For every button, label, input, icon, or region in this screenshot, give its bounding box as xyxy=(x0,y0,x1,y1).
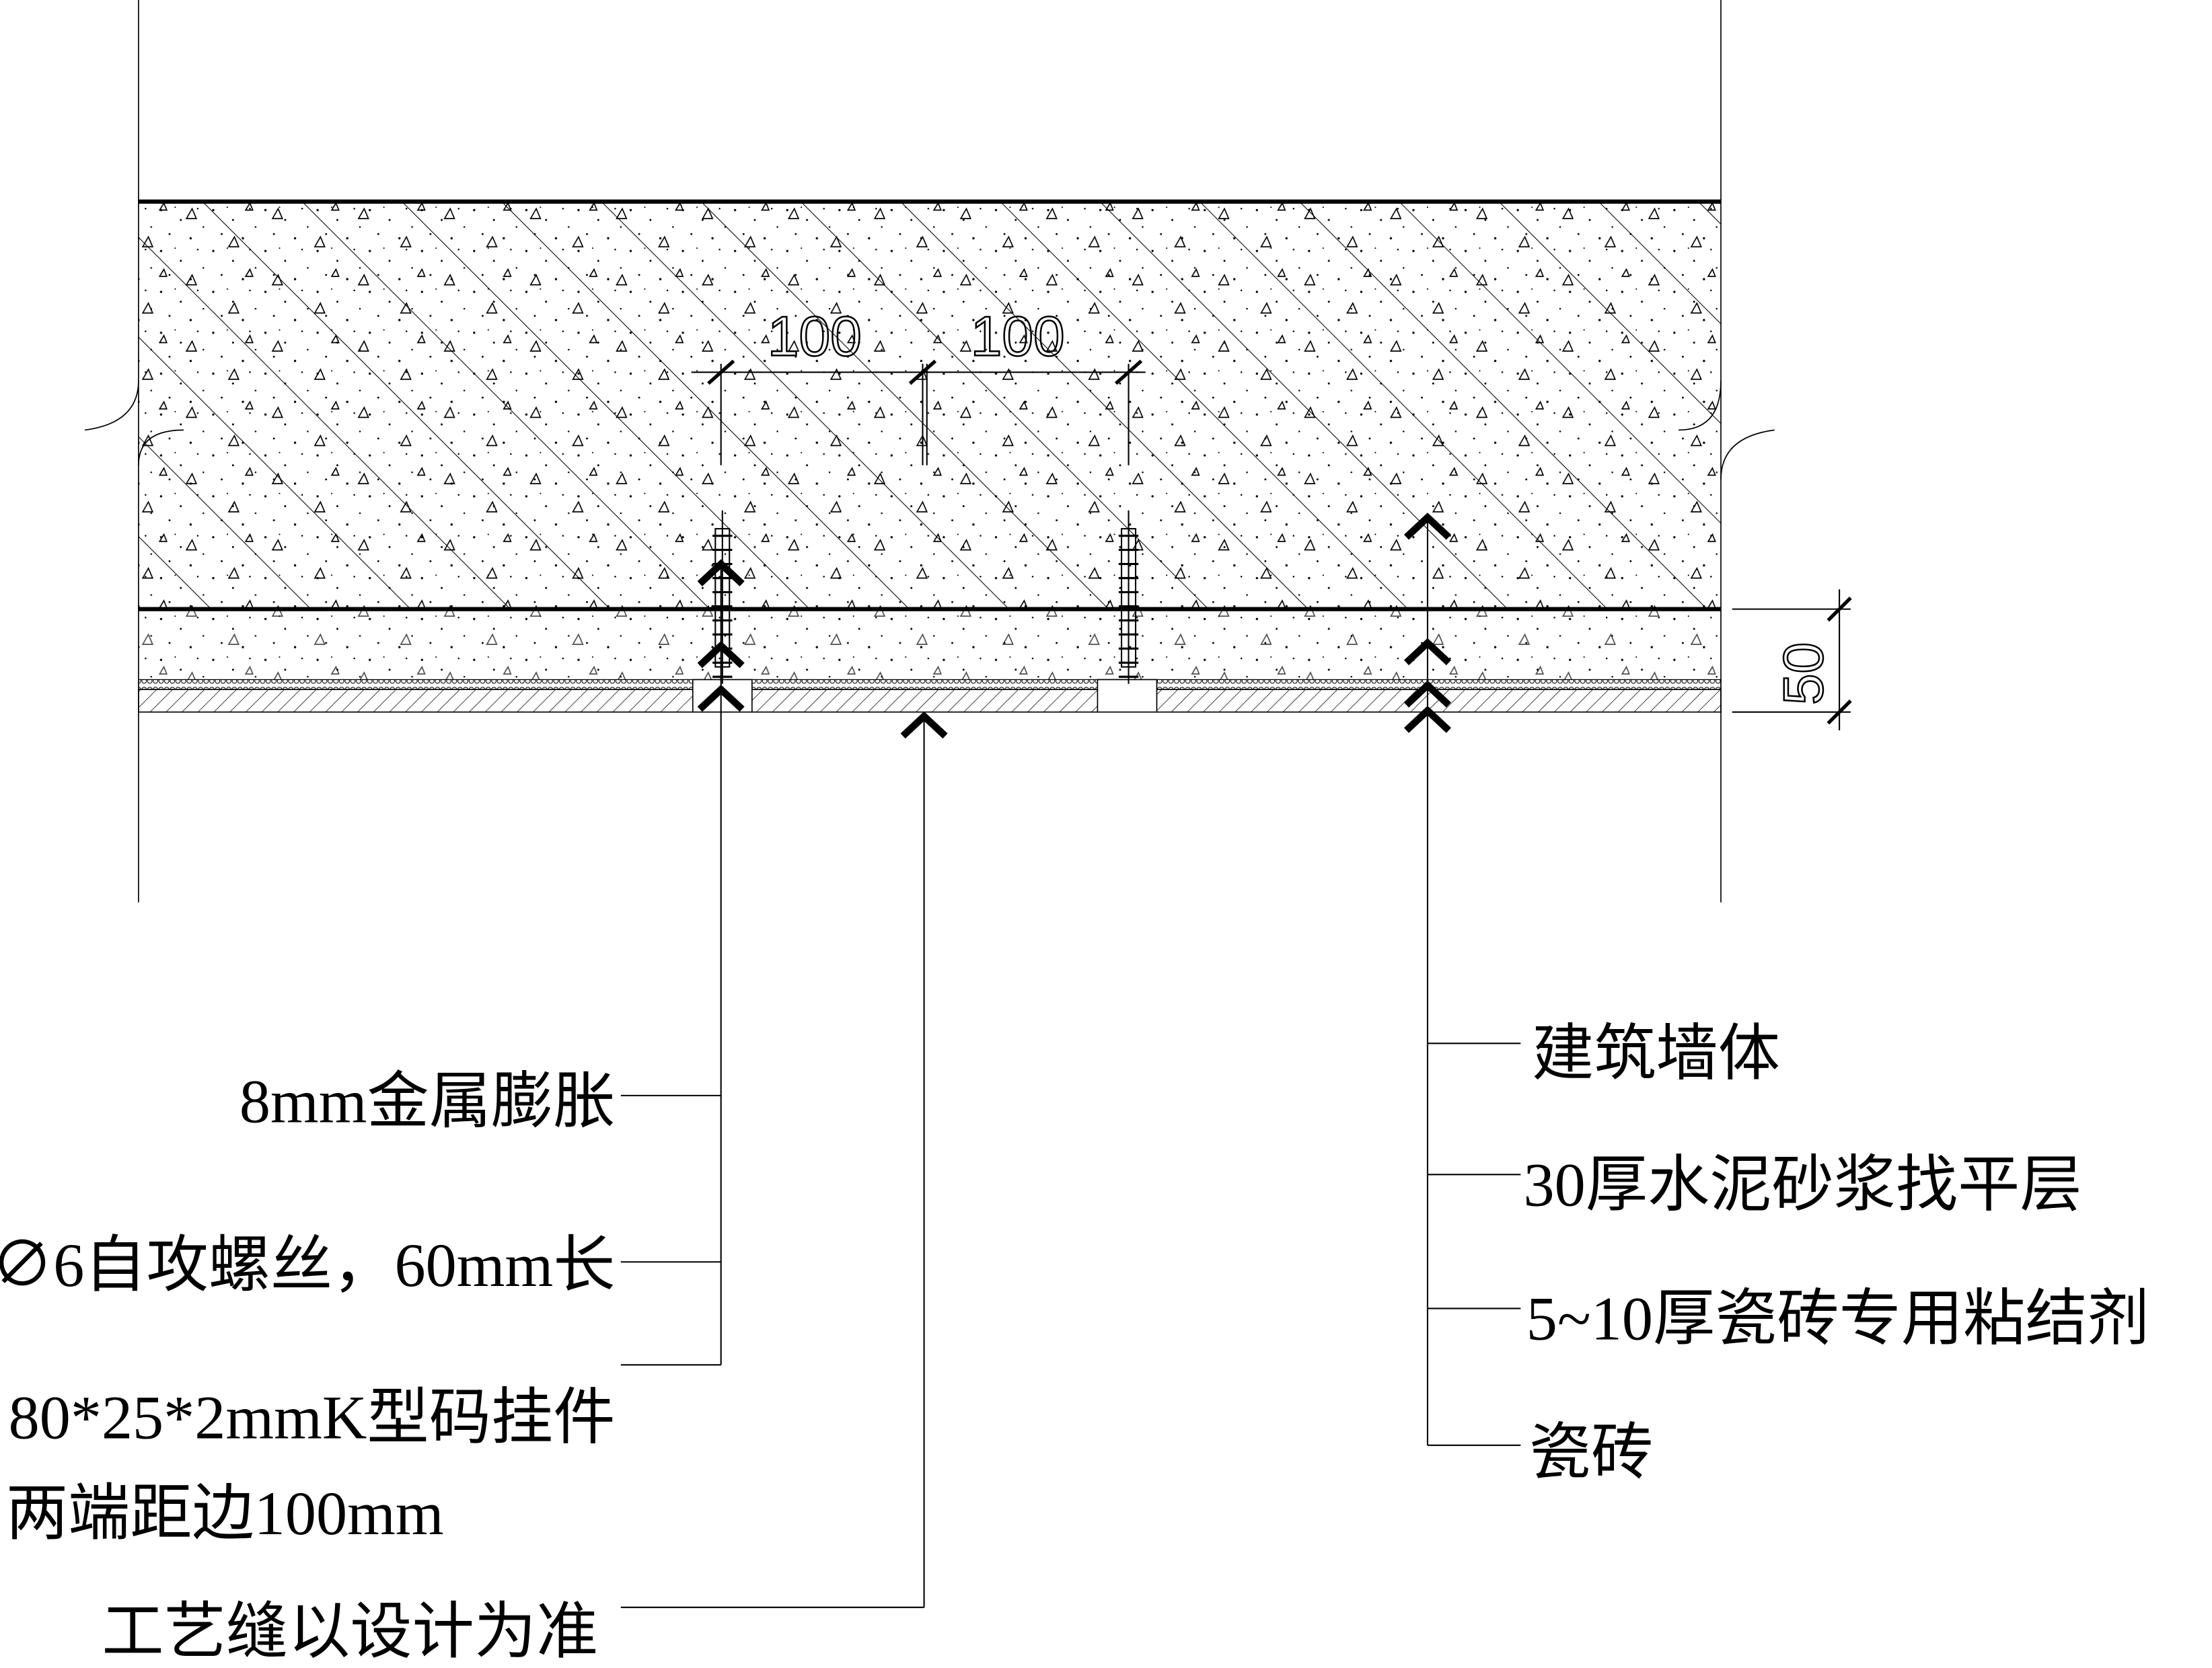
building-wall xyxy=(138,199,1722,611)
label-clip-spacing: 两端距边100mm xyxy=(6,1479,444,1548)
leader-arrow-icons xyxy=(697,513,1451,739)
break-symbol-right xyxy=(1679,381,1775,480)
leader-lines xyxy=(620,519,1521,1608)
dimension-label-left: 100 xyxy=(768,304,862,367)
tile-adhesive-layer xyxy=(138,679,1722,690)
k-clip-right xyxy=(1097,679,1158,713)
label-craft-joint: 工艺缝以设计为准 xyxy=(102,1597,598,1666)
label-ceramic-tile: 瓷砖 xyxy=(1529,1418,1653,1487)
expansion-screw-right xyxy=(1118,510,1139,684)
dimension-50 xyxy=(1732,589,1852,730)
dimension-label-right: 100 xyxy=(971,304,1065,367)
label-self-tapping-screw: ∅6自攻螺丝，60mm长 xyxy=(0,1231,615,1299)
dimension-100-100 xyxy=(691,359,1146,465)
ceramic-tile-layer xyxy=(138,689,1722,713)
label-building-wall: 建筑墙体 xyxy=(1532,1019,1780,1088)
break-symbol-left xyxy=(85,381,184,465)
label-tile-adhesive: 5~10厚瓷砖专用粘结剂 xyxy=(1526,1285,2149,1353)
mortar-leveling-layer xyxy=(138,610,1722,680)
label-expansion-anchor: 8mm金属膨胀 xyxy=(239,1067,616,1136)
dimension-label-layer: 50 xyxy=(1771,642,1835,705)
label-mortar-layer: 30厚水泥砂浆找平层 xyxy=(1524,1150,2082,1219)
label-k-clip: 80*25*2mmK型码挂件 xyxy=(9,1383,616,1451)
